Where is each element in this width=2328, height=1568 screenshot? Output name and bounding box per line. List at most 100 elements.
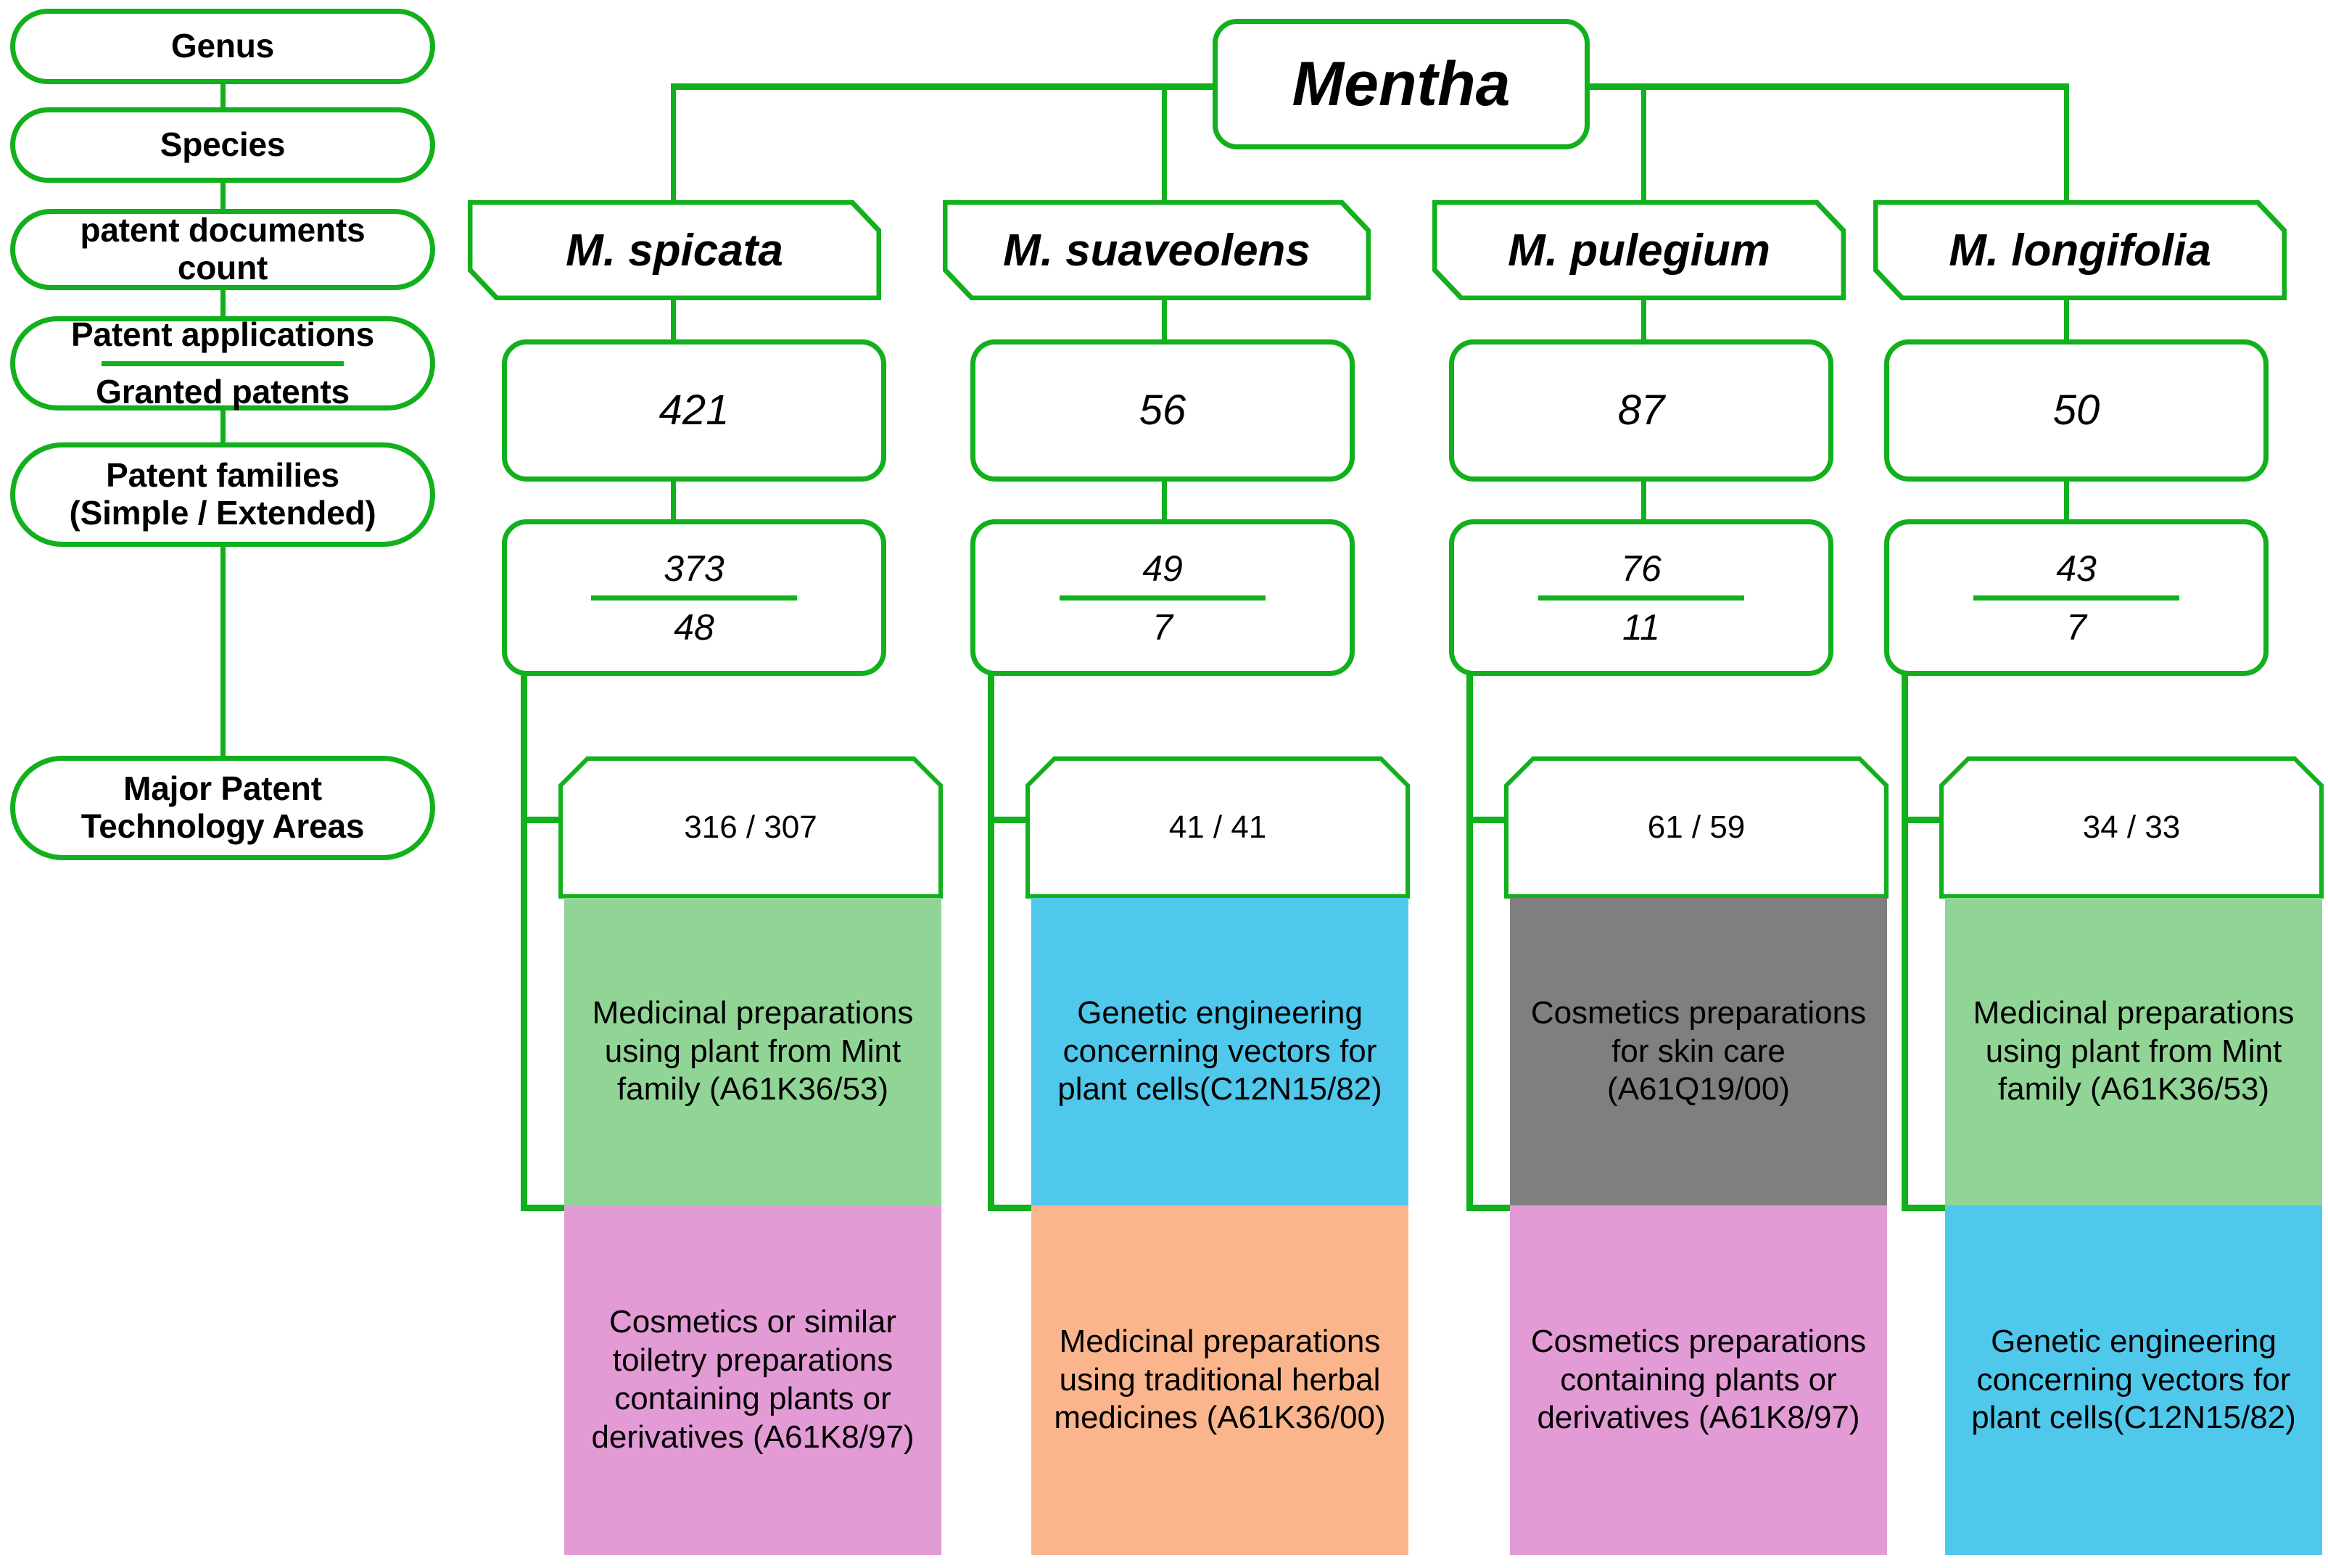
legend-connector-2: [220, 180, 226, 212]
tech-box-3a[interactable]: Cosmetics preparations for skin care (A6…: [1510, 898, 1887, 1205]
col2-connector-docs-apps: [1162, 479, 1167, 522]
tree-drop-col-1: [671, 83, 676, 203]
applications-fraction-2: 49 7: [975, 548, 1350, 648]
documents-box-4[interactable]: 50: [1884, 339, 2269, 482]
documents-box-2-value: 56: [1139, 386, 1186, 434]
species-box-2[interactable]: M. suaveolens: [943, 200, 1371, 300]
species-box-3-label: M. pulegium: [1508, 225, 1770, 276]
species-box-4[interactable]: M. longifolia: [1873, 200, 2287, 300]
documents-box-3[interactable]: 87: [1449, 339, 1833, 482]
applications-box-4[interactable]: 43 7: [1884, 519, 2269, 676]
col2-left-rail-foot: [988, 1205, 1031, 1211]
tree-drop-col-2: [1162, 83, 1167, 203]
col3-connector-docs-apps: [1641, 479, 1646, 522]
col3-left-rail-stub: [1466, 817, 1508, 823]
granted-value-1: 48: [674, 606, 714, 648]
documents-box-1[interactable]: 421: [502, 339, 886, 482]
tech-box-2a-label: Genetic engineering concerning vectors f…: [1057, 994, 1382, 1107]
species-box-4-shape: [1873, 200, 2287, 300]
tech-box-1a[interactable]: Medicinal preparations using plant from …: [564, 898, 941, 1205]
col3-left-rail-foot: [1466, 1205, 1510, 1211]
legend-fraction: Patent applications Granted patents: [15, 315, 430, 410]
legend-connector-4: [220, 408, 226, 445]
legend-species: Species: [10, 107, 435, 183]
applications-fraction-4: 43 7: [1889, 548, 2263, 648]
species-box-2-label: M. suaveolens: [1003, 225, 1310, 276]
species-box-1[interactable]: M. spicata: [468, 200, 881, 300]
col2-left-rail: [988, 673, 994, 1210]
tech-box-2a[interactable]: Genetic engineering concerning vectors f…: [1031, 898, 1408, 1205]
col4-left-rail-foot: [1902, 1205, 1945, 1211]
applications-box-1[interactable]: 373 48: [502, 519, 886, 676]
species-box-4-label: M. longifolia: [1949, 225, 2211, 276]
families-box-4-value: 34 / 33: [2082, 809, 2181, 845]
tech-box-4b[interactable]: Genetic engineering concerning vectors f…: [1945, 1205, 2322, 1555]
legend-tech-areas: Major Patent Technology Areas: [10, 756, 435, 860]
families-box-4[interactable]: 34 / 33: [1939, 756, 2324, 899]
applications-value-4: 43: [2056, 548, 2097, 589]
documents-box-4-value: 50: [2052, 386, 2100, 434]
legend-connector-1: [220, 81, 226, 110]
families-box-1-value: 316 / 307: [684, 809, 817, 845]
families-box-2-value: 41 / 41: [1168, 809, 1267, 845]
documents-box-3-value: 87: [1617, 386, 1665, 434]
legend-families: Patent families (Simple / Extended): [10, 442, 435, 547]
tech-box-4b-label: Genetic engineering concerning vectors f…: [1971, 1323, 2296, 1436]
documents-box-2[interactable]: 56: [970, 339, 1355, 482]
applications-fraction-bar-2: [1060, 595, 1266, 601]
species-box-3[interactable]: M. pulegium: [1432, 200, 1846, 300]
tech-box-2b-label: Medicinal preparations using traditional…: [1054, 1323, 1386, 1436]
applications-value-1: 373: [664, 548, 725, 589]
legend-applications-label: Patent applications: [71, 315, 374, 353]
applications-value-3: 76: [1621, 548, 1662, 589]
legend-connector-5: [220, 544, 226, 759]
tech-box-1a-label: Medicinal preparations using plant from …: [592, 994, 914, 1107]
root-node-mentha[interactable]: Mentha: [1213, 19, 1590, 149]
tree-drop-col-3: [1641, 83, 1646, 203]
col3-left-rail: [1466, 673, 1473, 1210]
col4-left-rail-stub: [1902, 817, 1944, 823]
tech-box-4a-label: Medicinal preparations using plant from …: [1973, 994, 2295, 1107]
legend-genus: Genus: [10, 9, 435, 84]
col4-left-rail: [1902, 673, 1908, 1210]
col1-left-rail: [521, 673, 527, 1210]
legend-documents-label: patent documents count: [80, 211, 366, 286]
col4-connector-species-docs: [2064, 297, 2069, 342]
legend-families-label: Patent families (Simple / Extended): [69, 456, 376, 532]
granted-value-4: 7: [2066, 606, 2086, 648]
root-node-label: Mentha: [1292, 49, 1511, 119]
col2-left-rail-stub: [988, 817, 1030, 823]
tech-box-4a[interactable]: Medicinal preparations using plant from …: [1945, 898, 2322, 1205]
legend-tech-areas-label: Major Patent Technology Areas: [81, 769, 365, 845]
tree-bus-left: [671, 83, 1215, 90]
tech-box-2b[interactable]: Medicinal preparations using traditional…: [1031, 1205, 1408, 1555]
granted-value-3: 11: [1622, 606, 1660, 648]
tech-box-1b[interactable]: Cosmetics or similar toiletry preparatio…: [564, 1205, 941, 1555]
families-box-3-shape: [1504, 756, 1889, 899]
families-box-4-shape: [1939, 756, 2324, 899]
applications-box-2[interactable]: 49 7: [970, 519, 1355, 676]
families-box-1-shape: [558, 756, 943, 899]
legend-species-label: Species: [160, 125, 286, 164]
species-box-2-shape: [943, 200, 1371, 300]
col4-connector-docs-apps: [2064, 479, 2069, 522]
applications-box-3[interactable]: 76 11: [1449, 519, 1833, 676]
legend-connector-3: [220, 287, 226, 319]
col1-connector-docs-apps: [671, 479, 676, 522]
tree-bus-right: [1585, 83, 2069, 90]
legend-genus-label: Genus: [170, 27, 275, 65]
families-box-3[interactable]: 61 / 59: [1504, 756, 1889, 899]
tech-box-3b-label: Cosmetics preparations containing plants…: [1530, 1323, 1867, 1436]
documents-box-1-value: 421: [659, 386, 730, 434]
families-box-1[interactable]: 316 / 307: [558, 756, 943, 899]
families-box-3-value: 61 / 59: [1647, 809, 1746, 845]
applications-fraction-3: 76 11: [1454, 548, 1828, 648]
legend-applications-granted: Patent applications Granted patents: [10, 315, 435, 410]
tech-box-3b[interactable]: Cosmetics preparations containing plants…: [1510, 1205, 1887, 1555]
applications-fraction-1: 373 48: [507, 548, 881, 648]
families-box-2[interactable]: 41 / 41: [1025, 756, 1410, 899]
legend-granted-label: Granted patents: [96, 372, 350, 410]
col3-connector-species-docs: [1641, 297, 1646, 342]
applications-value-2: 49: [1142, 548, 1183, 589]
